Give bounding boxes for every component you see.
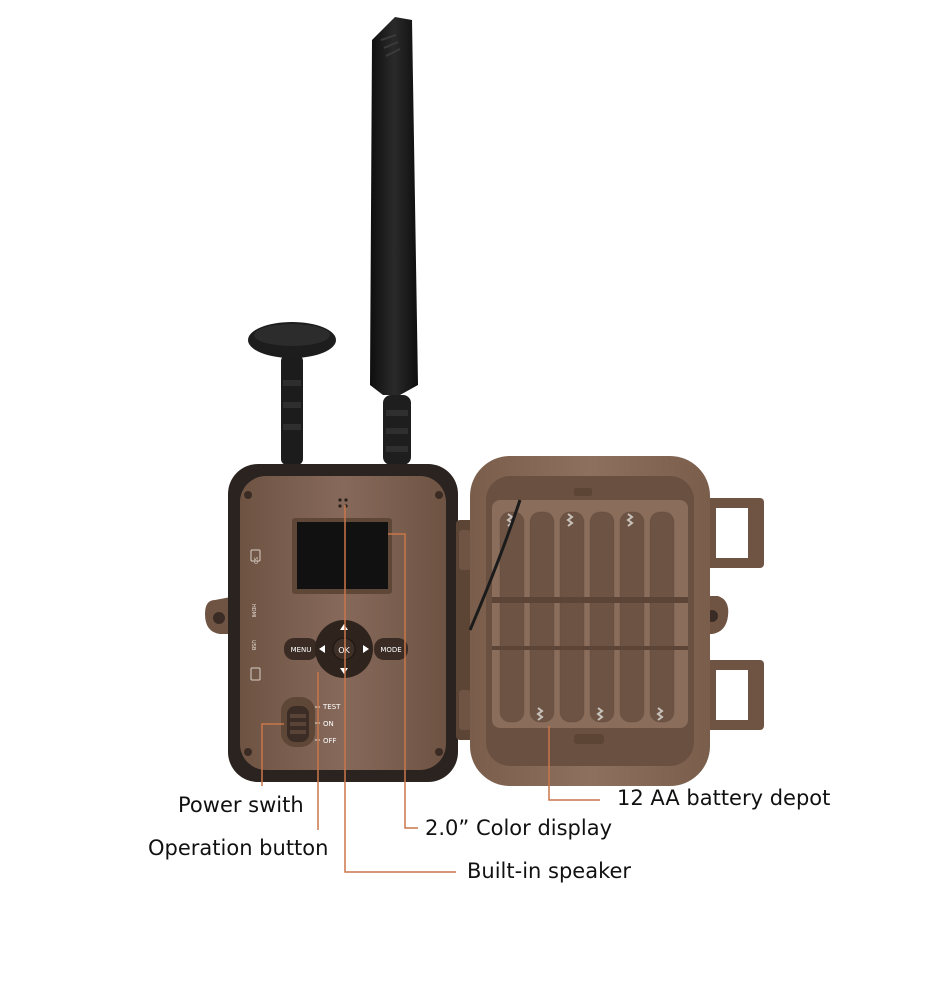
port-label-sd: SD xyxy=(252,557,258,564)
switch-label-on: ON xyxy=(323,720,334,728)
leader-line-speaker xyxy=(344,505,456,873)
arrow-right-icon xyxy=(363,645,369,653)
port-icons xyxy=(250,549,261,681)
leader-line-display xyxy=(388,533,418,829)
hinge xyxy=(456,520,474,740)
callout-battery-depot: 12 AA battery depot xyxy=(617,786,831,810)
leader-line-battery xyxy=(548,726,600,801)
strap-buckle-top xyxy=(700,498,764,568)
menu-button-label: MENU xyxy=(291,646,312,654)
color-display xyxy=(292,518,392,594)
power-switch xyxy=(281,697,320,747)
callout-leader-lines xyxy=(261,505,600,873)
switch-label-test: TEST xyxy=(322,703,341,711)
callout-power-switch: Power swith xyxy=(178,793,304,817)
switch-label-off: OFF xyxy=(323,737,337,745)
port-label-hdmi: HDMI xyxy=(250,604,256,617)
leader-line-power-switch xyxy=(261,723,284,786)
gps-antenna xyxy=(248,322,336,465)
callout-color-display: 2.0” Color display xyxy=(425,816,613,840)
camera-body: SD HDMI USB MENU MODE OK TEST ON xyxy=(205,464,458,782)
callout-operation-button: Operation button xyxy=(148,836,329,860)
battery-slots xyxy=(499,511,675,723)
battery-door xyxy=(468,456,764,786)
strap-buckle-bottom xyxy=(700,660,764,730)
arrow-up-icon xyxy=(340,624,348,630)
mode-button-label: MODE xyxy=(380,646,401,654)
callout-built-in-speaker: Built-in speaker xyxy=(467,859,632,883)
lte-antenna xyxy=(370,17,418,465)
arrow-down-icon xyxy=(340,668,348,674)
arrow-left-icon xyxy=(319,645,325,653)
port-label-usb: USB xyxy=(250,640,256,651)
